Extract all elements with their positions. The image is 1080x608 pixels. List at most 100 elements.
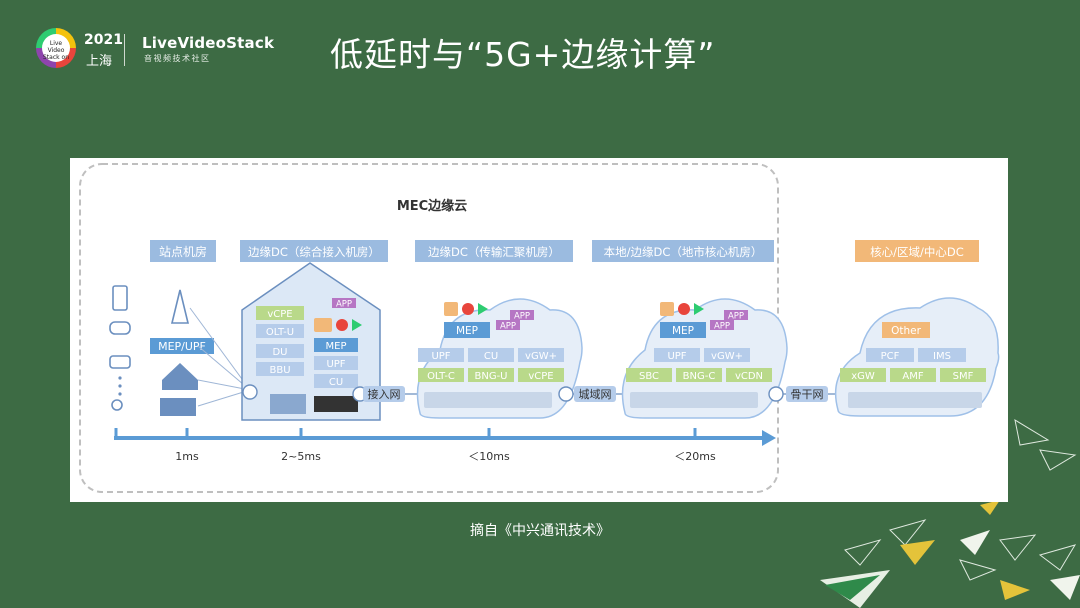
logo-divider <box>124 34 125 66</box>
network-label-access: 接入网 <box>368 388 401 401</box>
home-icon <box>162 363 198 390</box>
site-links <box>189 307 251 407</box>
cloud1-vgw: vGW+ <box>525 351 557 362</box>
tower-icon <box>170 289 190 324</box>
play-icon <box>352 319 362 331</box>
diagram-panel: MEC边缘云 站点机房 边缘DC（综合接入机房） 边缘DC（传输汇聚机房） 本地… <box>70 158 1008 502</box>
network-backbone: 骨干网 <box>768 386 840 402</box>
house-module <box>314 356 358 370</box>
cloud1-bng-u: BNG-U <box>474 371 507 382</box>
cloud3-server-rack-icon <box>848 392 982 408</box>
cloud3-module <box>940 368 986 382</box>
house-du: DU <box>272 347 287 358</box>
cloud3-module <box>866 348 914 362</box>
app-tag <box>510 310 534 320</box>
router-icon <box>242 384 258 400</box>
brand-name: LiveVideoStack <box>142 34 275 52</box>
network-label-backbone: 骨干网 <box>791 388 824 401</box>
tier-label-core: 核心/区域/中心DC <box>870 245 964 259</box>
tier-label-site: 站点机房 <box>159 244 207 259</box>
cloud2-mep: MEP <box>672 325 694 337</box>
cloud2-module <box>626 368 672 382</box>
event-city: 上海 <box>86 54 113 69</box>
network-access: 接入网 <box>352 386 420 402</box>
cloud1-module <box>518 348 564 362</box>
logo-ring-text: Live Video Stack on <box>42 34 70 62</box>
tier-label-bg <box>592 240 774 262</box>
house-module <box>314 338 358 352</box>
cloud-local: APP APP MEP UPF vGW+ SBC BNG-C vCDN <box>621 298 788 419</box>
cloud3-xgw: xGW <box>851 371 875 382</box>
cloud1-vcpe: vCPE <box>528 371 553 382</box>
cloud3-smf: SMF <box>953 371 974 382</box>
car-icon <box>109 355 131 369</box>
cloud2-module <box>676 368 722 382</box>
cloud-core: Other PCF IMS xGW AMF SMF <box>834 297 1000 417</box>
cloud3-ims: IMS <box>933 351 951 362</box>
event-year: 2021 <box>84 32 123 48</box>
cloud2-sbc: SBC <box>639 371 659 382</box>
tier-label-bg <box>150 240 216 262</box>
source-caption: 摘自《中兴通讯技术》 <box>470 523 610 539</box>
site-mep-box <box>150 338 214 354</box>
cloud-edge-transport: APP APP MEP UPF CU vGW+ OLT-C BNG-U vCPE <box>416 298 583 419</box>
cloud1-upf: UPF <box>431 351 450 362</box>
cloud2-module <box>704 348 750 362</box>
mec-label: MEC边缘云 <box>397 198 467 214</box>
cloud2-vcdn: vCDN <box>735 371 763 382</box>
app-icon <box>314 318 332 332</box>
cloud3-other: Other <box>891 325 921 337</box>
arrow-head-icon <box>762 430 776 446</box>
latency-label: 2~5ms <box>281 450 321 463</box>
play-icon <box>478 303 488 315</box>
app-tag <box>710 320 734 330</box>
cloud1-cu: CU <box>484 351 498 362</box>
router-icon <box>558 386 574 402</box>
app-icon <box>678 303 690 315</box>
server-stack-icon <box>270 394 306 414</box>
network-pill <box>786 386 828 402</box>
cloud1-mep: MEP <box>456 325 478 337</box>
slide-title: 低延时与“5G+边缘计算” <box>330 35 716 74</box>
cloud3-module <box>890 368 936 382</box>
house-cu: CU <box>329 377 343 388</box>
app-tag-label: APP <box>714 322 730 332</box>
app-tag-label: APP <box>514 312 530 322</box>
cloud1-module <box>468 348 514 362</box>
cloud1-module <box>418 348 464 362</box>
house-vcpe: vCPE <box>267 309 292 320</box>
tier-labels: 站点机房 边缘DC（综合接入机房） 边缘DC（传输汇聚机房） 本地/边缘DC（地… <box>150 240 979 262</box>
cloud1-module <box>518 368 564 382</box>
network-metro: 城域网 <box>558 386 626 402</box>
house-module <box>256 324 304 338</box>
house-module <box>256 344 304 358</box>
house-edge-access: vCPE OLT-U DU BBU APP MEP UPF CU <box>241 262 381 421</box>
cloud3-amf: AMF <box>902 371 923 382</box>
house-module <box>256 362 304 376</box>
cloud1-module <box>468 368 514 382</box>
site-mep-label: MEP/UPF <box>158 340 206 353</box>
phone-icon <box>112 285 128 311</box>
cloud3-other-box <box>882 322 930 338</box>
house-module <box>314 374 358 388</box>
end-devices <box>109 285 131 411</box>
cloud2-server-rack-icon <box>630 392 758 408</box>
cloud3-module <box>918 348 966 362</box>
tier-label-edge-transport: 边缘DC（传输汇聚机房） <box>428 245 560 259</box>
latency-label: ＜20ms <box>674 450 716 463</box>
cloud2-module <box>654 348 700 362</box>
cloud2-vgw: vGW+ <box>711 351 743 362</box>
house-olt-u: OLT-U <box>266 327 294 338</box>
server-icon <box>314 396 358 412</box>
robot-arm-icon <box>111 399 123 411</box>
cloud3-pcf: PCF <box>881 351 900 362</box>
cloud-shape <box>834 297 1000 417</box>
cloud2-module <box>726 368 772 382</box>
house-mep: MEP <box>326 341 347 352</box>
brand-subtitle: 音视频技术社区 <box>144 54 211 63</box>
house-module <box>256 306 304 320</box>
app-tag-label: APP <box>336 300 352 310</box>
cloud2-upf: UPF <box>667 351 686 362</box>
event-logo: Live Video Stack on 2021 上海 LiveVideoSta… <box>36 28 274 72</box>
